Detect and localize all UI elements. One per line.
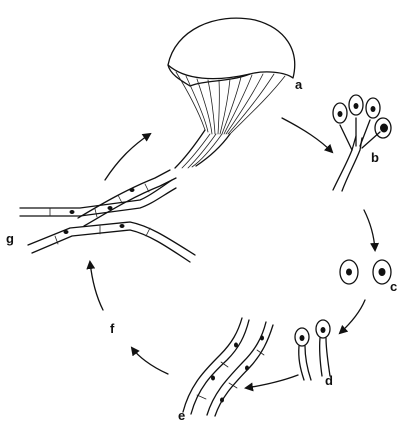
secondary-mycelium-g <box>20 170 195 262</box>
cycle-arrows <box>90 118 375 388</box>
arrow-c-to-d <box>340 300 365 333</box>
gill-lines <box>176 72 285 134</box>
arrow-a-to-b <box>282 118 332 152</box>
label-b: b <box>371 150 379 165</box>
primary-hyphae-e <box>183 318 273 416</box>
arrow-d-to-e <box>246 375 298 388</box>
fruiting-body-a <box>168 18 295 168</box>
label-c: c <box>390 279 397 294</box>
label-a: a <box>295 77 303 92</box>
arrow-b-to-c <box>364 210 375 250</box>
label-f: f <box>110 321 115 336</box>
arrow-f-to-g <box>90 262 103 310</box>
label-e: e <box>178 408 185 422</box>
label-g: g <box>6 231 14 246</box>
basidium-b <box>333 95 391 191</box>
arrow-g-to-a <box>105 134 150 180</box>
germinating-spores-d <box>295 320 330 380</box>
label-d: d <box>325 373 333 388</box>
spores-c <box>340 260 391 284</box>
arrow-e-to-f <box>132 348 168 374</box>
